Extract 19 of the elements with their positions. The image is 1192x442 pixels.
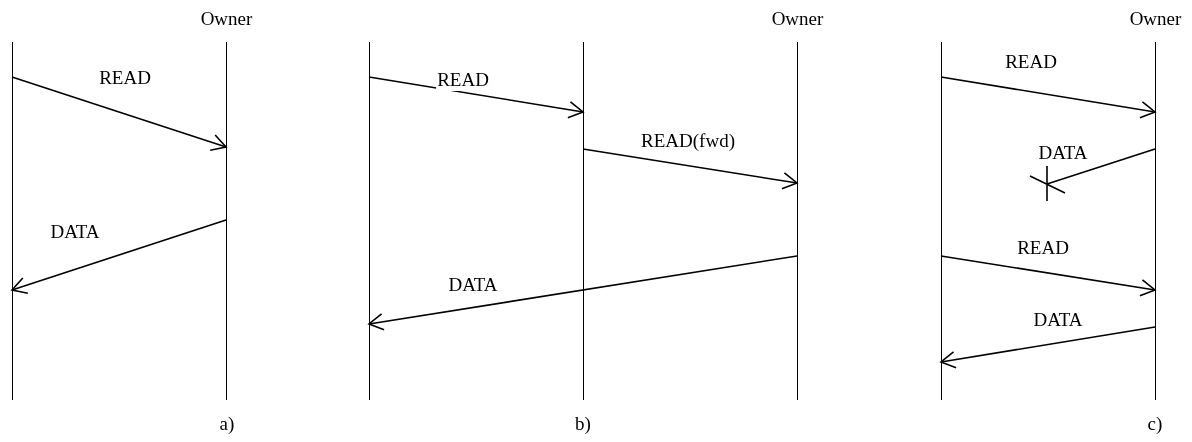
- participant-label: Owner: [200, 8, 253, 30]
- edge-label: READ(fwd): [640, 130, 736, 152]
- panel-label: c): [1147, 413, 1163, 435]
- lifeline: [941, 42, 942, 400]
- lifeline: [369, 42, 370, 400]
- participant-label: Owner: [771, 8, 824, 30]
- message-arrow: [11, 219, 227, 295]
- message-arrow: [940, 326, 1156, 369]
- message-arrow: [368, 76, 584, 119]
- panel-label: a): [219, 413, 235, 435]
- panel-label: b): [575, 413, 591, 435]
- message-arrow: [940, 255, 1156, 297]
- lifeline: [12, 42, 13, 400]
- message-arrow: [11, 76, 227, 152]
- message-arrow: [940, 76, 1156, 119]
- participant-label: Owner: [1129, 8, 1182, 30]
- message-arrow: [582, 148, 798, 190]
- lifeline: [583, 42, 584, 400]
- message-arrow: [368, 255, 798, 331]
